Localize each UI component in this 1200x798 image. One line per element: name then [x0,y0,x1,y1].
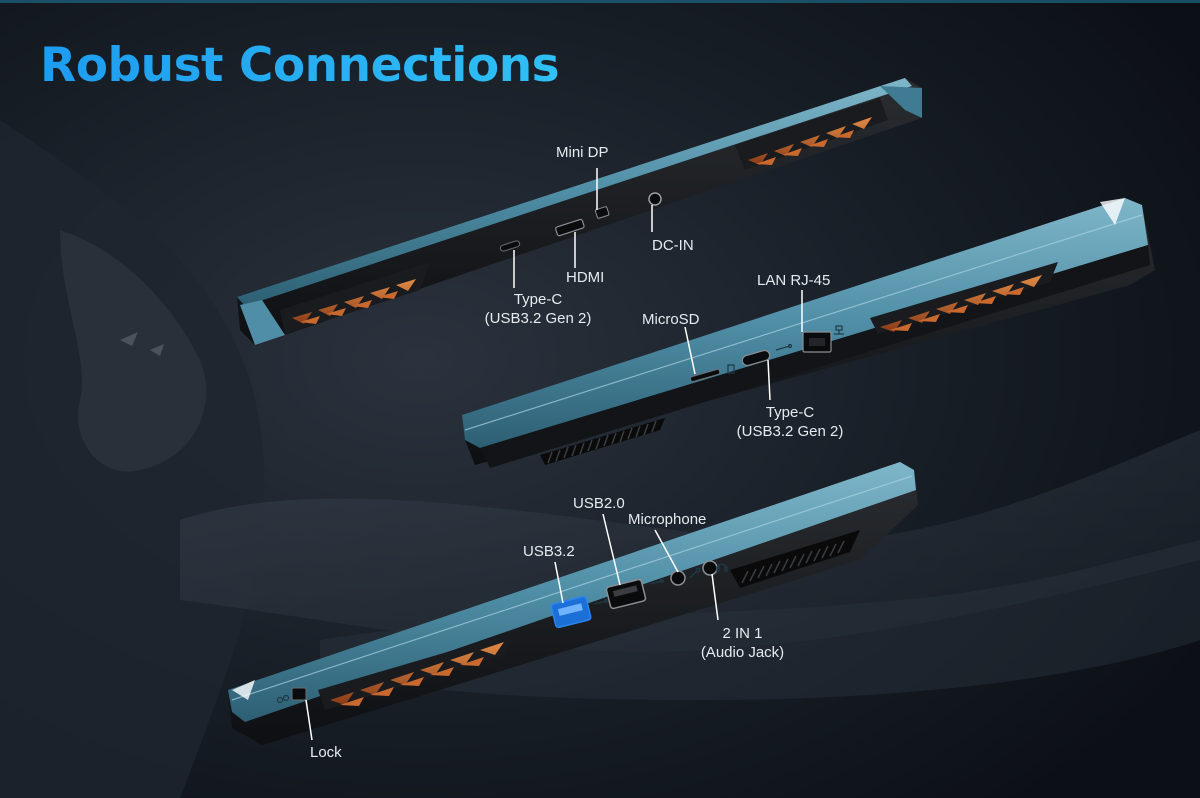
lock-icon [276,694,290,704]
microsd-slot [690,368,721,383]
rear-type-c-port [499,240,521,252]
label-microphone: Microphone [628,511,707,528]
usb-icon [593,598,609,605]
label-usb20: USB2.0 [573,495,625,512]
right-side-vent [870,262,1058,334]
microphone-jack [670,570,686,586]
left-side-speaker-grille [730,530,860,588]
label-lan-rj45: LAN RJ-45 [757,272,831,289]
lan-icon [834,325,844,335]
label-audio-jack: 2 IN 1 (Audio Jack) [700,625,785,661]
label-mini-dp: Mini DP [556,144,609,161]
usb-icon [775,343,793,351]
headphone-icon [716,563,728,572]
laptop-left-view [228,462,918,745]
sd-card-icon [727,364,735,374]
mini-dp-port [594,206,610,219]
left-side-vent [318,632,515,710]
rear-vent-right [735,98,888,170]
right-side-speaker-grille [540,418,665,465]
page-title: Robust Connections [40,38,560,93]
laptop-right-view [462,198,1155,468]
label-usb32: USB3.2 [523,543,575,560]
laptop-rear-view [237,78,922,345]
audio-combo-jack [702,560,718,576]
label-lock: Lock [310,744,342,761]
label-hdmi: HDMI [566,269,605,286]
rear-vent-left [280,262,430,334]
usb-icon [649,578,665,585]
right-type-c-port [741,349,771,367]
hdmi-port [555,218,585,237]
microphone-icon [689,567,701,579]
label-right-type-c: Type-C (USB3.2 Gen 2) [736,404,844,440]
label-microsd: MicroSD [642,311,700,328]
dc-in-port [648,192,662,206]
label-dc-in: DC-IN [652,237,694,254]
kensington-lock-slot [291,687,307,701]
label-rear-type-c: Type-C (USB3.2 Gen 2) [484,291,592,327]
